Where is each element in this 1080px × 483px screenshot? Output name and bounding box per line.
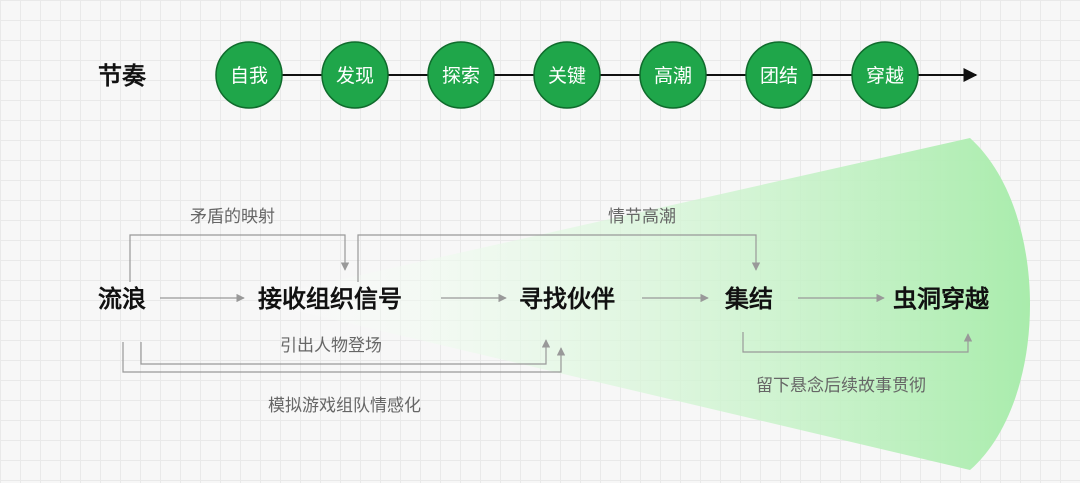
node-assemble: 集结 [724,285,773,313]
rhythm-label: 节奏 [98,62,147,90]
annotation-team: 模拟游戏组队情感化 [268,396,421,416]
rhythm-step: 自我 [215,41,283,109]
node-receive-signal: 接收组织信号 [258,285,402,313]
rhythm-step: 关键 [533,41,601,109]
node-wormhole: 虫洞穿越 [893,285,990,313]
node-find-partner: 寻找伙伴 [519,285,615,313]
rhythm-step: 团结 [745,41,813,109]
rhythm-step-circle [215,41,283,109]
bracket-suspense [742,332,973,353]
rhythm-step: 探索 [427,41,495,109]
rhythm-step-circle [427,41,495,109]
rhythm-step-circle [639,41,707,109]
rhythm-step: 高潮 [639,41,707,109]
rhythm-step-circle [745,41,813,109]
rhythm-step-circle [321,41,389,109]
rhythm-step: 发现 [321,41,389,109]
annotation-climax: 情节高潮 [608,207,676,227]
rhythm-steps: 自我 发现 探索 关键 高潮 团结 穿越 [215,41,919,109]
rhythm-step-label: 关键 [548,65,586,87]
rhythm-step-label: 自我 [230,65,268,87]
glow-funnel [250,138,1030,470]
annotation-introduce: 引出人物登场 [280,336,382,356]
rhythm-step-label: 探索 [442,65,480,87]
bracket-team [122,342,566,373]
rhythm-step-label: 团结 [760,65,798,87]
rhythm-step-circle [851,41,919,109]
node-wander: 流浪 [98,285,146,313]
rhythm-step-label: 高潮 [654,65,692,87]
rhythm-step-label: 发现 [336,65,374,87]
bracket-climax [357,234,761,282]
flow-connectors [122,234,973,373]
bracket-conflict [129,234,350,282]
flow-nodes: 流浪 接收组织信号 寻找伙伴 集结 虫洞穿越 [98,285,990,313]
annotation-suspense: 留下悬念后续故事贯彻 [756,375,926,396]
flow-annotations: 矛盾的映射 情节高潮 引出人物登场 模拟游戏组队情感化 留下悬念后续故事贯彻 [190,207,926,416]
rhythm-step-circle [533,41,601,109]
annotation-conflict: 矛盾的映射 [190,207,275,227]
rhythm-step: 穿越 [851,41,919,109]
bracket-introduce [140,339,551,365]
rhythm-step-label: 穿越 [866,65,904,87]
